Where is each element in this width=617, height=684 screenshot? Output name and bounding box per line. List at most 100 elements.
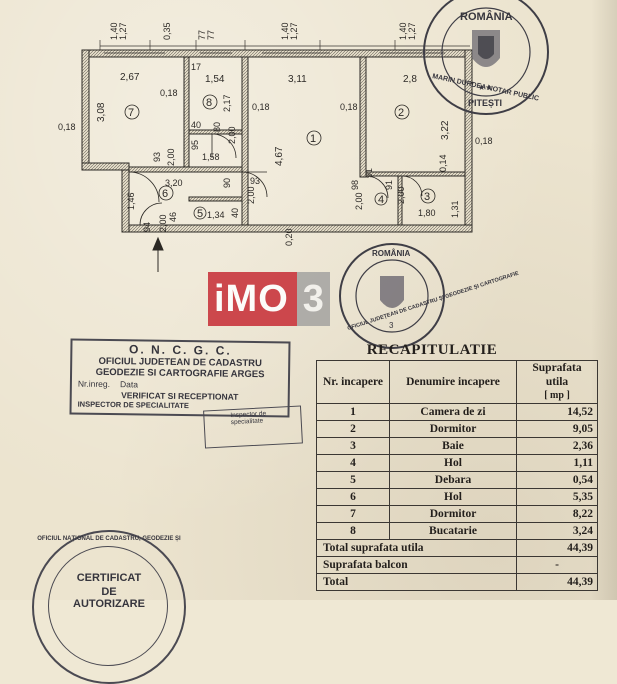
dim-w93b: 93 bbox=[250, 176, 260, 186]
row-area: 3,24 bbox=[516, 522, 598, 540]
room-label-1: 1 bbox=[310, 133, 316, 145]
dim-w93: 93 bbox=[152, 152, 162, 162]
dim-room8-d: 2,00 bbox=[227, 126, 237, 144]
dim-room1-height: 4,67 bbox=[274, 146, 285, 166]
recap-title: RECAPITULATIE bbox=[366, 342, 498, 358]
row-name: Bucatarie bbox=[389, 522, 517, 540]
row-name: Hol bbox=[389, 454, 517, 472]
room-label-3: 3 bbox=[424, 191, 430, 203]
ocgc-date-label: Data bbox=[119, 379, 139, 390]
dim-top-6: 1,40 bbox=[280, 22, 290, 40]
dim-w46: 46 bbox=[168, 212, 178, 222]
dim-w158: 1,58 bbox=[202, 152, 220, 162]
dim-top-9: 1,27 bbox=[407, 22, 417, 40]
row-nr: 5 bbox=[316, 471, 390, 489]
total-label: Total suprafata utila bbox=[316, 539, 517, 557]
dim-room8-height: 2,17 bbox=[222, 94, 232, 112]
dim-right-wall: 0,18 bbox=[475, 136, 493, 146]
row-area: 2,36 bbox=[516, 437, 598, 455]
total-value: 44,39 bbox=[516, 539, 598, 557]
dim-mid-a: 0,18 bbox=[252, 102, 270, 112]
dim-top-8: 1,40 bbox=[398, 22, 408, 40]
row-area: 9,05 bbox=[516, 420, 598, 438]
certificate-seal-inner-ring bbox=[48, 546, 168, 666]
dim-room7-width: 2,67 bbox=[120, 72, 140, 83]
inspector-signature-label: Inspector de specialitate bbox=[230, 410, 267, 427]
row-area: 14,52 bbox=[516, 403, 598, 421]
dim-w320: 3,20 bbox=[165, 178, 183, 188]
notary-seal: ROMÂNIA MARIN DURDEA NOTAR PUBLIC ★★ PIT… bbox=[423, 0, 549, 115]
ocgc-stamp: O. N. C. G. C. OFICIUL JUDETEAN DE CADAS… bbox=[69, 338, 291, 418]
dim-room8-width: 1,54 bbox=[205, 74, 225, 85]
dim-w91: 91 bbox=[364, 168, 374, 178]
notary-seal-city: PITEȘTI bbox=[468, 98, 502, 108]
row-name: Baie bbox=[389, 437, 517, 455]
dim-w95: 95 bbox=[190, 140, 200, 150]
dim-top-3: 0,35 bbox=[162, 22, 172, 40]
row-name: Dormitor bbox=[389, 420, 517, 438]
grand-total-value: 44,39 bbox=[516, 573, 598, 591]
dim-w200e: 2,00 bbox=[396, 186, 406, 204]
dim-top-1: 1,40 bbox=[109, 22, 119, 40]
balcon-label: Suprafata balcon bbox=[316, 556, 517, 574]
watermark-red-text: iMO bbox=[208, 272, 297, 326]
dim-w180: 1,80 bbox=[418, 208, 436, 218]
recap-table: Nr. incapere Denumire incapere Suprafata… bbox=[316, 360, 598, 591]
room-label-5: 5 bbox=[197, 208, 203, 220]
dim-w94: 94 bbox=[142, 222, 152, 232]
cadastre-seal-country: ROMÂNIA bbox=[372, 249, 410, 258]
cadastre-seal-number: 3 bbox=[389, 321, 394, 330]
dim-w134: 1,34 bbox=[207, 210, 225, 220]
balcon-value: - bbox=[516, 556, 598, 574]
ocgc-nr-label: Nr.inreg. bbox=[77, 378, 111, 390]
row-nr: 2 bbox=[316, 420, 390, 438]
header-denumire: Denumire incapere bbox=[389, 360, 517, 404]
watermark-grey-text: 3 bbox=[296, 272, 330, 326]
room-label-6: 6 bbox=[162, 188, 168, 200]
total-row: Total suprafata utila 44,39 bbox=[316, 539, 598, 557]
notary-seal-stars: ★★ bbox=[478, 83, 492, 92]
row-nr: 7 bbox=[316, 505, 390, 523]
row-name: Debara bbox=[389, 471, 517, 489]
dim-top-5: 77 bbox=[206, 30, 216, 40]
dim-bottom-wall: 0,20 bbox=[284, 228, 294, 246]
dim-w90: 90 bbox=[222, 178, 232, 188]
dim-room1-width: 3,11 bbox=[288, 74, 307, 85]
dim-w131: 1,31 bbox=[450, 200, 460, 218]
dim-left-wall: 0,18 bbox=[58, 122, 76, 132]
room-label-8: 8 bbox=[206, 97, 212, 109]
row-nr: 8 bbox=[316, 522, 390, 540]
imo-watermark: iMO 3 bbox=[208, 272, 378, 326]
dim-w40: 40 bbox=[230, 208, 240, 218]
dim-room2-a: 0,14 bbox=[438, 154, 448, 172]
grand-total-row: Total 44,39 bbox=[316, 573, 598, 591]
inspector-signature-box: Inspector de specialitate bbox=[203, 405, 303, 449]
row-area: 0,54 bbox=[516, 471, 598, 489]
header-suprafata: Suprafata utila [ mp ] bbox=[516, 360, 598, 404]
row-name: Hol bbox=[389, 488, 517, 506]
grand-total-label: Total bbox=[316, 573, 517, 591]
row-nr: 3 bbox=[316, 437, 390, 455]
row-area: 5,35 bbox=[516, 488, 598, 506]
room-label-4: 4 bbox=[378, 194, 384, 206]
dim-room2-height: 3,22 bbox=[440, 120, 451, 140]
dim-top-2: 1,27 bbox=[118, 22, 128, 40]
header-suprafata-unit: [ mp ] bbox=[544, 390, 570, 401]
room-label-2: 2 bbox=[398, 107, 404, 119]
dim-mid-b: 0,18 bbox=[340, 102, 358, 112]
header-suprafata-label: Suprafata utila bbox=[532, 362, 582, 388]
row-nr: 6 bbox=[316, 488, 390, 506]
dim-w200d: 2,00 bbox=[354, 192, 364, 210]
row-nr: 4 bbox=[316, 454, 390, 472]
balcon-row: Suprafata balcon - bbox=[316, 556, 598, 574]
dim-w200a: 2,00 bbox=[166, 148, 176, 166]
room-label-7: 7 bbox=[128, 107, 134, 119]
dim-room7-height: 3,08 bbox=[96, 102, 107, 122]
dim-w200b: 2,00 bbox=[246, 186, 256, 204]
